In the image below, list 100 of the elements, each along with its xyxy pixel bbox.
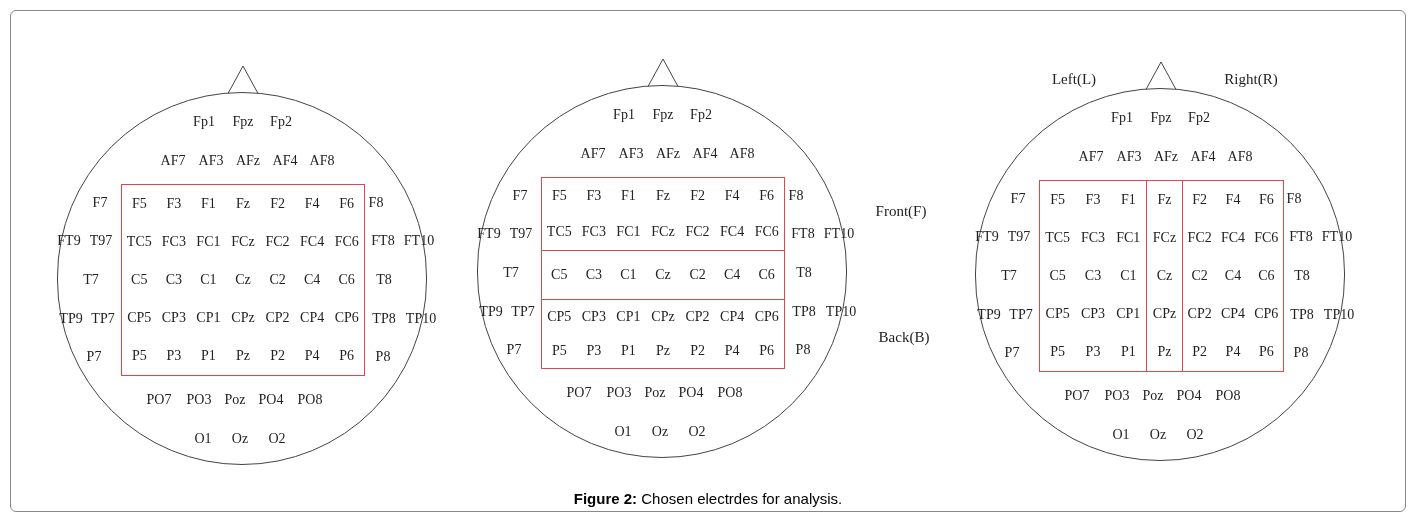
electrode-label: Fp2 xyxy=(270,115,292,129)
electrode-label: CP3 xyxy=(161,311,186,325)
electrode-label: P6 xyxy=(339,349,355,363)
electrode-label: F2 xyxy=(690,189,705,203)
electrode-label: Fpz xyxy=(1150,111,1172,125)
electrode-label: Oz xyxy=(1149,428,1167,442)
electrode-label: TP10 xyxy=(1323,308,1355,322)
electrode-label: TP8 xyxy=(1290,308,1314,322)
electrode-label: AFz xyxy=(655,147,681,161)
electrode-label: P8 xyxy=(1293,346,1309,360)
electrode-label: AF8 xyxy=(309,154,335,168)
electrode-label: C5 xyxy=(131,273,148,287)
electrode-label: F7 xyxy=(512,189,528,203)
electrode-label: FT9 xyxy=(975,230,999,244)
electrode-label: P1 xyxy=(201,349,216,363)
electrode-label: T8 xyxy=(376,273,392,287)
electrode-label: FC2 xyxy=(265,235,290,249)
electrode-label: CP6 xyxy=(1254,307,1279,321)
electrode-label: CP1 xyxy=(616,310,641,324)
electrode-label: PO3 xyxy=(186,393,212,407)
region-label: Front(F) xyxy=(875,203,927,219)
electrode-label: FC3 xyxy=(1080,231,1106,245)
electrode-label: FT8 xyxy=(371,234,395,248)
electrode-label: FC3 xyxy=(581,225,606,239)
electrode-label: C5 xyxy=(551,268,568,282)
electrode-label: O1 xyxy=(614,425,632,439)
electrode-label: C3 xyxy=(1084,269,1102,283)
electrode-label: F4 xyxy=(304,197,320,211)
electrode-label: F1 xyxy=(1120,193,1136,207)
electrode-label: CP5 xyxy=(547,310,572,324)
electrode-label: TP8 xyxy=(792,305,816,319)
electrode-label: TP9 xyxy=(59,312,83,326)
electrode-label: FT8 xyxy=(791,227,815,241)
electrode-label: Oz xyxy=(231,432,249,446)
electrode-label: AF4 xyxy=(272,154,298,168)
electrode-label: Fpz xyxy=(232,115,254,129)
electrode-label: F2 xyxy=(270,197,285,211)
figure-caption: Figure 2: Chosen electrdes for analysis. xyxy=(572,491,844,506)
electrode-label: T8 xyxy=(796,266,812,280)
electrode-label: FCz xyxy=(1152,231,1177,245)
region-box xyxy=(121,184,365,376)
region-box xyxy=(541,250,785,300)
electrode-label: C6 xyxy=(338,273,355,287)
electrode-label: T97 xyxy=(1007,230,1031,244)
electrode-label: F8 xyxy=(1286,192,1302,206)
electrode-label: O1 xyxy=(194,432,212,446)
region-label: Right(R) xyxy=(1224,71,1278,87)
electrode-label: PO7 xyxy=(566,386,592,400)
electrode-label: AF7 xyxy=(1078,150,1104,164)
electrode-label: PO3 xyxy=(606,386,632,400)
electrode-label: C6 xyxy=(1258,269,1275,283)
electrode-label: PO8 xyxy=(1215,389,1241,403)
electrode-label: O2 xyxy=(268,432,286,446)
electrode-label: CPz xyxy=(1152,307,1177,321)
electrode-label: P4 xyxy=(304,349,320,363)
electrode-label: Poz xyxy=(1142,389,1164,403)
electrode-label: AF4 xyxy=(1190,150,1216,164)
electrode-label: FCz xyxy=(231,235,255,249)
electrode-label: CP2 xyxy=(265,311,290,325)
electrode-label: FT10 xyxy=(823,227,855,241)
electrode-label: FC2 xyxy=(1187,231,1212,245)
electrode-label: CP4 xyxy=(720,310,745,324)
electrode-label: CPz xyxy=(651,310,675,324)
electrode-label: C4 xyxy=(303,273,321,287)
electrode-label: AF3 xyxy=(198,154,224,168)
electrode-label: F5 xyxy=(1050,193,1066,207)
electrode-label: Poz xyxy=(644,386,666,400)
electrode-label: PO7 xyxy=(1064,389,1090,403)
electrode-label: Fp2 xyxy=(1188,111,1210,125)
electrode-label: PO3 xyxy=(1104,389,1130,403)
electrode-label: FC6 xyxy=(754,225,779,239)
electrode-label: AF3 xyxy=(1116,150,1142,164)
electrode-label: CP2 xyxy=(685,310,710,324)
electrode-label: P8 xyxy=(795,343,811,357)
electrode-label: C1 xyxy=(1120,269,1137,283)
electrode-label: P3 xyxy=(1085,345,1101,359)
electrode-label: CP3 xyxy=(1080,307,1106,321)
electrode-label: Cz xyxy=(655,268,671,282)
electrode-label: P4 xyxy=(724,344,740,358)
electrode-label: F1 xyxy=(621,189,636,203)
electrode-label: C4 xyxy=(1224,269,1242,283)
electrode-label: C1 xyxy=(200,273,217,287)
electrode-label: CPz xyxy=(231,311,255,325)
electrode-label: P2 xyxy=(270,349,285,363)
electrode-label: FT9 xyxy=(57,234,81,248)
electrode-label: F7 xyxy=(1010,192,1026,206)
electrode-label: F4 xyxy=(724,189,740,203)
electrode-label: P7 xyxy=(1004,346,1020,360)
electrode-label: C3 xyxy=(165,273,182,287)
electrode-label: TP8 xyxy=(372,312,396,326)
electrode-label: Pz xyxy=(236,349,250,363)
electrode-label: AF3 xyxy=(618,147,644,161)
electrode-label: FT9 xyxy=(477,227,501,241)
electrode-label: P5 xyxy=(131,349,147,363)
electrode-label: T97 xyxy=(509,227,533,241)
electrode-label: Cz xyxy=(1156,269,1173,283)
electrode-label: O2 xyxy=(688,425,706,439)
electrode-label: T7 xyxy=(503,266,519,280)
electrode-label: TP10 xyxy=(405,312,437,326)
electrode-label: P6 xyxy=(759,344,775,358)
